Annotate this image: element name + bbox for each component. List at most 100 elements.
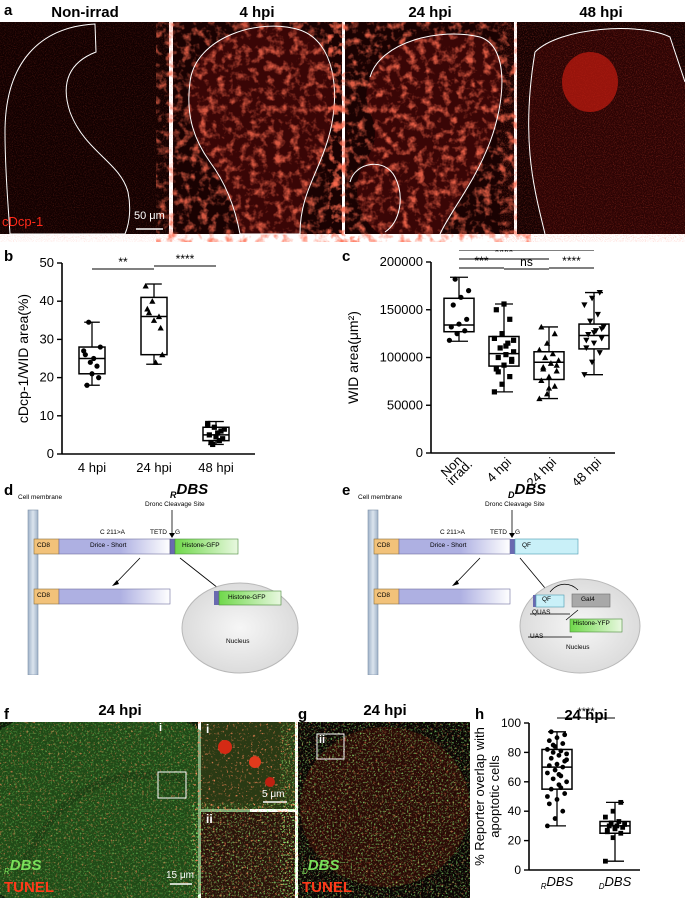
- data-point: [495, 354, 501, 361]
- data-point: [150, 317, 158, 323]
- legend-f: RDBS TUNEL: [4, 857, 54, 896]
- data-point: [551, 330, 558, 337]
- data-point: [450, 302, 456, 308]
- data-point: [538, 323, 545, 330]
- y-axis-label: % Reporter overlap with: [472, 727, 487, 866]
- data-point: [216, 438, 222, 444]
- data-point: [560, 741, 566, 746]
- data-point: [491, 335, 497, 341]
- data-point: [547, 360, 555, 366]
- y-tick-label: 10: [40, 408, 54, 423]
- data-point: [560, 764, 566, 770]
- y-axis-label: WID area(μm²): [345, 311, 361, 404]
- y-tick-label: 60: [508, 775, 522, 789]
- data-point: [213, 434, 219, 440]
- quas-label-e: QUAS: [532, 609, 551, 616]
- drice-label-e: Drice - Short: [430, 542, 467, 549]
- data-point: [210, 441, 216, 448]
- gal4-box-e: [571, 593, 611, 608]
- nucleus-label-d: Nucleus: [226, 638, 250, 645]
- data-point: [618, 830, 624, 836]
- y-axis-label: cDcp-1/WID area(%): [15, 294, 31, 423]
- data-point: [152, 359, 159, 365]
- scale-label-f: 15 μm: [166, 870, 194, 881]
- data-point: [509, 356, 515, 363]
- data-point: [581, 302, 588, 309]
- g-label-d: G: [175, 529, 181, 536]
- diagram-d-title: RDBS: [170, 481, 209, 500]
- data-point: [587, 318, 594, 325]
- data-point: [499, 331, 505, 337]
- data-point: [503, 352, 509, 358]
- data-point: [507, 316, 513, 322]
- y-tick-label: 0: [47, 446, 54, 461]
- data-point: [618, 799, 624, 805]
- title-48hpi: 48 hpi: [579, 4, 623, 21]
- significance-label: ****: [495, 250, 514, 259]
- data-point: [550, 742, 556, 748]
- data-point: [588, 295, 596, 302]
- data-point: [596, 289, 603, 296]
- y-tick-label: 50000: [387, 397, 423, 412]
- x-tick-label: RDBS: [541, 874, 574, 891]
- data-point: [616, 819, 622, 824]
- cleavage-label-e: Dronc Cleavage Site: [485, 501, 545, 508]
- data-point: [221, 426, 227, 432]
- data-point: [556, 752, 562, 758]
- data-point: [542, 354, 549, 361]
- data-point: [97, 344, 103, 350]
- data-point: [142, 282, 149, 289]
- membrane-label-e: Cell membrane: [358, 494, 403, 501]
- data-point: [448, 324, 454, 330]
- data-point: [462, 328, 468, 334]
- data-point: [536, 395, 543, 402]
- data-point: [507, 374, 513, 380]
- data-point: [555, 357, 562, 363]
- data-point: [96, 375, 102, 381]
- qf-box-e: [514, 538, 579, 555]
- gal4-label-e: Gal4: [581, 596, 595, 603]
- y-tick-label: 20: [508, 834, 522, 848]
- c211-label-d: C 211>A: [100, 529, 125, 536]
- nuc-qf-label-e: QF: [542, 596, 552, 603]
- data-point: [558, 748, 564, 754]
- data-point: [218, 428, 224, 434]
- data-point: [493, 366, 499, 372]
- data-point: [456, 321, 462, 327]
- box: [541, 748, 573, 790]
- data-point: [215, 430, 221, 436]
- data-point: [82, 352, 88, 358]
- panel-a-images: [0, 22, 685, 235]
- tetd-label-d: TETD: [150, 529, 167, 536]
- data-point: [550, 750, 556, 755]
- panel-label-f: f: [4, 706, 9, 723]
- data-point: [552, 816, 558, 821]
- data-point: [562, 791, 568, 796]
- panel-label-e: e: [342, 482, 351, 499]
- data-point: [622, 822, 627, 827]
- panel-fg-images: [0, 722, 470, 898]
- significance-label: ****: [562, 254, 581, 268]
- significance-label: **: [118, 255, 128, 269]
- yfp-label-e: Histone-YFP: [573, 620, 610, 627]
- data-point: [545, 384, 553, 391]
- data-point: [159, 351, 166, 358]
- data-point: [564, 757, 569, 763]
- y-tick-label: 200000: [380, 254, 423, 269]
- data-point: [608, 820, 614, 826]
- panel-label-b: b: [4, 248, 14, 265]
- x-tick-label: 4 hpi: [78, 460, 106, 475]
- data-point: [583, 345, 590, 352]
- box: [443, 297, 475, 333]
- cd8-label-e: CD8: [377, 542, 391, 549]
- data-point: [220, 436, 226, 442]
- x-tick-label: DDBS: [599, 874, 632, 891]
- data-point: [540, 365, 547, 372]
- data-point: [548, 786, 554, 792]
- data-point: [606, 823, 612, 829]
- data-point: [554, 735, 560, 741]
- data-point: [550, 776, 556, 782]
- data-point: [157, 324, 164, 331]
